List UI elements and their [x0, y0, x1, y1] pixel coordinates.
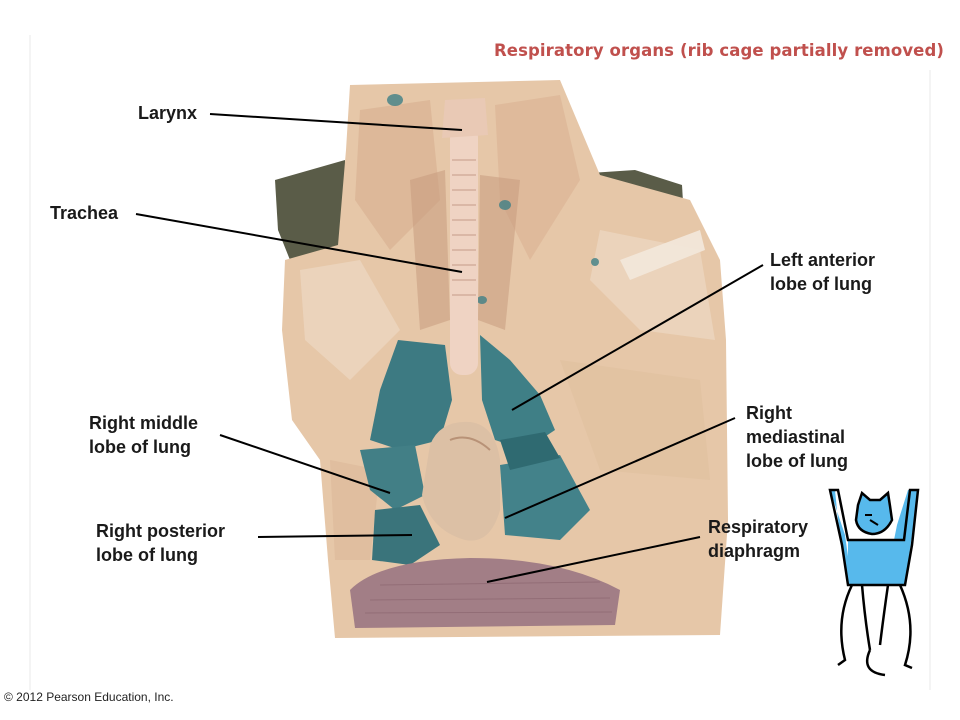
leader-left-anterior	[511, 264, 764, 411]
label-trachea: Trachea	[50, 203, 119, 223]
label-line: Right	[746, 403, 792, 423]
label-line: lobe of lung	[770, 274, 872, 294]
leader-larynx	[209, 113, 463, 131]
diaphragm-shape	[350, 558, 620, 628]
label-line: mediastinal	[746, 427, 846, 447]
label-right-middle-lobe: Right middle lobe of lung	[89, 411, 198, 459]
fur-left	[275, 160, 345, 260]
label-larynx: Larynx	[138, 103, 198, 123]
figure-title: Respiratory organs (rib cage partially r…	[494, 41, 945, 60]
leader-right-middle	[219, 434, 391, 494]
label-right-mediastinal-lobe: Right mediastinal lobe of lung	[746, 401, 848, 473]
copyright-notice: © 2012 Pearson Education, Inc.	[4, 690, 174, 704]
leader-diaphragm	[486, 536, 701, 583]
label-line: lobe of lung	[89, 437, 191, 457]
label-line: Right middle	[89, 413, 198, 433]
leader-trachea	[135, 213, 463, 273]
heart-shape	[422, 421, 500, 541]
label-line: lobe of lung	[746, 451, 848, 471]
lung-right-middle	[360, 445, 425, 510]
label-right-posterior-lobe: Right posterior lobe of lung	[96, 519, 225, 567]
lung-right-upper	[370, 340, 452, 450]
larynx-shape	[442, 98, 488, 138]
label-line: lobe of lung	[96, 545, 198, 565]
leader-right-posterior	[257, 534, 413, 538]
cat-orientation-icon	[828, 488, 920, 677]
lung-mediastinal	[500, 455, 590, 540]
label-line: Left anterior	[770, 250, 876, 270]
lung-left	[480, 335, 555, 450]
label-line: diaphragm	[708, 541, 801, 561]
leader-right-mediastinal	[504, 417, 736, 519]
label-line: Right posterior	[96, 521, 225, 541]
leader-lines	[135, 113, 764, 583]
label-respiratory-diaphragm: Respiratory diaphragm	[708, 515, 808, 563]
label-line: Respiratory	[708, 517, 809, 537]
label-left-anterior-lobe: Left anterior lobe of lung	[770, 248, 875, 296]
